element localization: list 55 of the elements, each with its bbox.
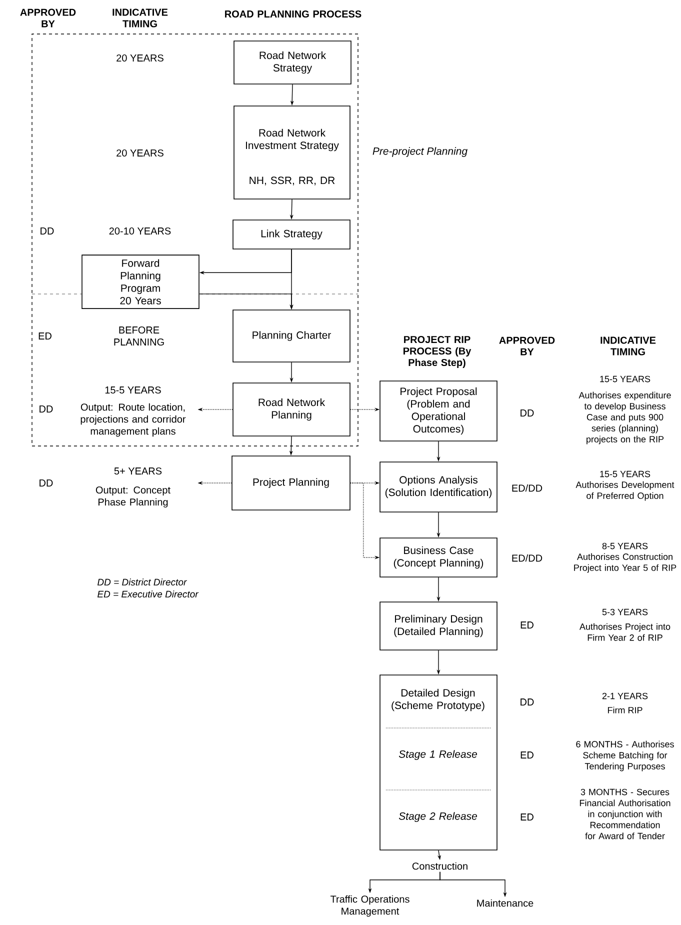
- label: ED: [520, 814, 534, 820]
- column-heading: APPROVED BY: [499, 336, 555, 356]
- label: DD: [40, 406, 53, 412]
- timing-note: Firm RIP: [608, 706, 642, 714]
- label: DD: [40, 480, 53, 486]
- process-box: Road Network Planning: [232, 382, 350, 436]
- label: ED: [38, 332, 52, 340]
- label: DD: [520, 410, 534, 416]
- column-heading: ROAD PLANNING PROCESS: [225, 10, 362, 18]
- label: 20-10 YEARS: [109, 227, 171, 235]
- label: 5+ YEARS: [114, 467, 162, 475]
- output-text: Construction: [412, 862, 468, 870]
- timing-note: 8-5 YEARS: [602, 542, 648, 550]
- process-box: Detailed Design (Scheme Prototype) Stage 1 Release Stage 2 Release: [380, 674, 498, 850]
- timing-note: 3 MONTHS - Secures Financial Authorisation in conjunction with Recommendation for Award of Tender: [580, 788, 670, 840]
- timing-note: Authorises Project into Firm Year 2 of RIP: [580, 623, 670, 641]
- process-box: Options Analysis (Solution Identification): [380, 462, 498, 512]
- process-box: Project Planning: [232, 456, 350, 510]
- column-heading: INDICATIVE TIMING: [600, 336, 656, 356]
- process-box: Forward Planning Program 20 Years: [82, 254, 200, 309]
- label: ED: [520, 622, 534, 628]
- output-text: Output: Route location, projections and corridor management plans: [80, 403, 186, 437]
- label: ED/DD: [512, 554, 542, 562]
- column-heading: APPROVED BY: [20, 8, 76, 28]
- label: 20 YEARS: [116, 149, 164, 157]
- timing-note: Authorises Development of Preferred Option: [576, 481, 674, 501]
- column-heading: PROJECT RIP PROCESS (By Phase Step): [404, 336, 472, 368]
- timing-note: Authorises Construction Project into Year 5 of RIP: [574, 553, 676, 573]
- timing-note: 6 MONTHS - Authorises Scheme Batching for Tendering Purposes: [576, 740, 674, 772]
- label: ED/DD: [512, 484, 542, 492]
- legend-note: DD = District Director: [98, 578, 187, 586]
- label: 15-5 YEARS: [105, 386, 161, 394]
- timing-note: Authorises expenditure to develop Business Case and puts 900 series (planning) projects on the RIP: [578, 392, 671, 444]
- label: ED: [520, 752, 534, 758]
- column-heading: INDICATIVE TIMING: [112, 8, 168, 28]
- label: BEFORE PLANNING: [114, 326, 164, 346]
- process-box: Project Proposal (Problem and Operational Outcomes): [380, 380, 498, 442]
- timing-note: 5-3 YEARS: [602, 608, 648, 616]
- process-box: Planning Charter: [232, 310, 350, 362]
- process-box: Road Network Strategy: [234, 40, 352, 84]
- process-box: Link Strategy: [232, 220, 350, 250]
- label: DD: [520, 698, 534, 706]
- legend-note: ED = Executive Director: [98, 590, 199, 598]
- timing-note: 15-5 YEARS: [600, 376, 650, 382]
- label: 20 YEARS: [116, 54, 164, 62]
- process-box: Preliminary Design (Detailed Planning): [380, 602, 498, 650]
- region-caption: Pre-project Planning: [372, 147, 468, 157]
- output-text: Maintenance: [477, 899, 534, 907]
- timing-note: 2-1 YEARS: [602, 692, 648, 700]
- process-box: Road Network Investment Strategy NH, SSR, RR, DR: [234, 106, 350, 200]
- timing-note: 15-5 YEARS: [600, 470, 650, 478]
- output-text: Traffic Operations Management: [330, 895, 410, 917]
- output-text: Output: Concept Phase Planning: [96, 486, 170, 508]
- label: DD: [40, 228, 54, 234]
- process-box: Business Case (Concept Planning): [380, 538, 498, 578]
